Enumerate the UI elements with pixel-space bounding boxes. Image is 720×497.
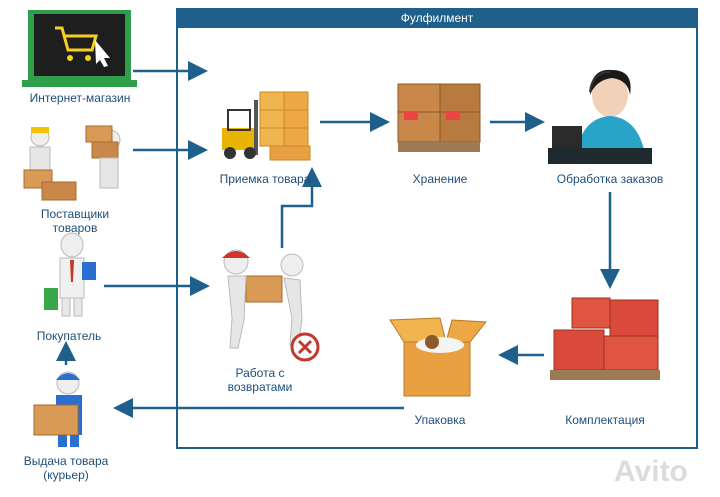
fulfillment-title: Фулфилмент — [176, 8, 698, 28]
picking-label: Комплектация — [565, 413, 645, 427]
buyer-label: Покупатель — [36, 329, 102, 343]
suppliers-icon — [23, 125, 121, 201]
orders-label: Обработка заказов — [556, 172, 664, 186]
suppliers-label: Поставщики товаров — [40, 207, 110, 235]
operator-icon — [548, 69, 652, 164]
buyer-icon — [44, 232, 96, 317]
courier-icon — [33, 371, 82, 447]
laptop-icon — [22, 10, 137, 87]
returns-figures-icon — [222, 249, 304, 349]
fulfillment-frame — [176, 8, 698, 449]
shop-label: Интернет-магазин — [29, 91, 131, 105]
packing-label: Упаковка — [414, 413, 466, 427]
returns-label: Работа с возвратами — [227, 366, 293, 394]
forklift-icon — [222, 91, 311, 161]
storage-label: Хранение — [412, 172, 468, 186]
picking-boxes-icon — [550, 297, 660, 380]
storage-boxes-icon — [397, 83, 481, 152]
packing-box-icon — [389, 317, 487, 397]
courier-label: Выдача товара (курьер) — [23, 454, 109, 482]
receiving-label: Приемка товара — [219, 172, 311, 186]
avito-watermark: Avito — [614, 455, 688, 488]
arrow-returns-to-receiving — [280, 167, 322, 248]
reject-icon — [290, 332, 320, 362]
